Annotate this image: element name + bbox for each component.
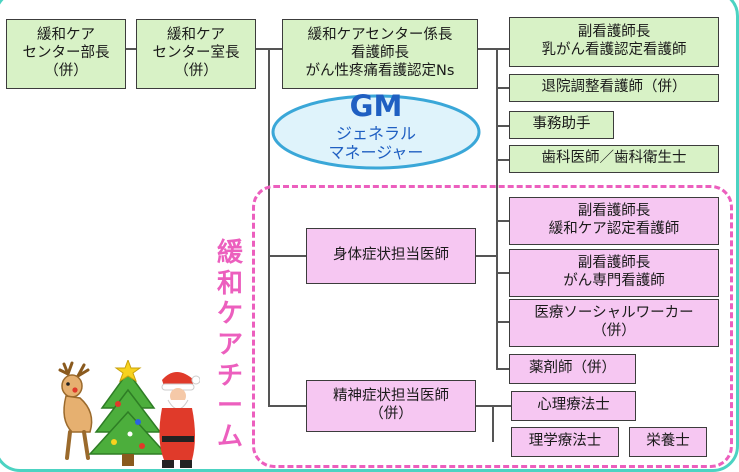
palliative-team-border	[252, 185, 733, 468]
connector-top-3	[477, 48, 509, 50]
social-worker-line-2: （併）	[592, 323, 636, 339]
deputy-breast-box: 副看護師長 乳がん看護認定看護師	[509, 17, 719, 67]
mental-doctor-box: 精神症状担当医師 （併）	[306, 380, 476, 432]
team-label-char-5: チ	[216, 360, 243, 391]
connector-mental-doctor	[268, 405, 306, 407]
gm-subtitle-line-2: マネージャー	[328, 143, 424, 163]
discharge-box: 退院調整看護師（併）	[509, 74, 719, 102]
physical-doctor-label: 身体症状担当医師	[333, 247, 449, 264]
chief-box: 緩和ケアセンター係長 看護師長 がん性疼痛看護認定Ns	[282, 19, 478, 89]
connector-deputy-cancer	[496, 272, 510, 274]
clerk-label: 事務助手	[532, 116, 591, 133]
gm-ellipse	[271, 94, 481, 170]
christmas-illustration	[58, 360, 200, 468]
chief-line-2: 看護師長	[351, 45, 409, 62]
room-head-line-3: （併）	[174, 62, 218, 79]
santa-icon	[159, 372, 200, 468]
connector-main-vertical	[268, 48, 270, 407]
dental-box: 歯科医師／歯科衛生士	[509, 145, 719, 173]
room-head-line-2: センター室長	[152, 45, 240, 62]
director-box: 緩和ケア センター部長 （併）	[6, 19, 126, 89]
connector-physical-to-team	[476, 255, 498, 257]
psychologist-label: 心理療法士	[537, 397, 610, 414]
deputy-breast-line-1: 副看護師長	[577, 24, 651, 41]
connector-top-1	[125, 48, 137, 50]
social-worker-box: 医療ソーシャルワーカー （併）	[509, 299, 719, 347]
director-line-3: （併）	[44, 62, 88, 79]
connector-clerk	[496, 125, 510, 127]
deputy-cancer-box: 副看護師長 がん専門看護師	[509, 249, 719, 297]
deputy-cancer-line-1: 副看護師長	[577, 255, 651, 272]
deputy-palliative-box: 副看護師長 緩和ケア認定看護師	[509, 197, 719, 245]
team-label-char-2: 和	[216, 268, 243, 299]
chief-line-1: 緩和ケアセンター係長	[307, 27, 453, 44]
chief-line-3: がん性疼痛看護認定Ns	[305, 62, 455, 79]
team-label-char-3: ケ	[216, 299, 243, 330]
connector-physical-doctor	[268, 255, 306, 257]
director-line-1: 緩和ケア	[37, 27, 95, 44]
connector-mental-down	[492, 405, 494, 442]
connector-mental-right	[476, 405, 512, 407]
room-head-box: 緩和ケア センター室長 （併）	[136, 19, 256, 89]
connector-right-vertical	[496, 48, 498, 369]
connector-dental	[496, 159, 510, 161]
physical-doctor-box: 身体症状担当医師	[306, 228, 476, 284]
connector-pharmacist	[496, 368, 510, 370]
nutritionist-label: 栄養士	[646, 433, 690, 450]
psychologist-box: 心理療法士	[511, 391, 636, 421]
palliative-team-label: 緩 和 ケ ア チ ー ム	[210, 238, 250, 453]
team-label-char-4: ア	[216, 330, 243, 361]
mental-doctor-line-1: 精神症状担当医師	[333, 388, 449, 405]
dental-label: 歯科医師／歯科衛生士	[541, 150, 687, 167]
gm-subtitle: ジェネラル マネージャー	[270, 124, 482, 162]
mental-doctor-line-2: （併）	[369, 406, 413, 422]
clerk-box: 事務助手	[509, 111, 614, 139]
pharmacist-label: 薬剤師（併）	[529, 360, 616, 377]
team-label-char-6: ー	[216, 391, 243, 422]
discharge-label: 退院調整看護師（併）	[541, 79, 687, 96]
gm-title: GM	[349, 89, 403, 123]
connector-social-worker	[496, 321, 510, 323]
physio-label: 理学療法士	[528, 433, 602, 450]
deputy-breast-line-2: 乳がん看護認定看護師	[541, 42, 687, 58]
deputy-palliative-line-2: 緩和ケア認定看護師	[548, 221, 680, 237]
social-worker-line-1: 医療ソーシャルワーカー	[534, 305, 694, 322]
nutritionist-box: 栄養士	[629, 427, 707, 457]
connector-discharge	[496, 87, 510, 89]
pharmacist-box: 薬剤師（併）	[509, 354, 636, 384]
physio-box: 理学療法士	[511, 427, 619, 457]
reindeer-icon	[58, 361, 93, 460]
gm-subtitle-line-1: ジェネラル	[335, 124, 416, 143]
director-line-2: センター部長	[22, 45, 110, 62]
team-label-char-7: ム	[216, 422, 243, 453]
deputy-cancer-line-2: がん専門看護師	[563, 273, 665, 289]
christmas-tree-icon	[88, 360, 168, 466]
room-head-line-1: 緩和ケア	[167, 27, 225, 44]
connector-deputy-palliative	[496, 220, 510, 222]
deputy-palliative-line-1: 副看護師長	[577, 203, 651, 220]
team-label-char-1: 緩	[216, 238, 243, 268]
